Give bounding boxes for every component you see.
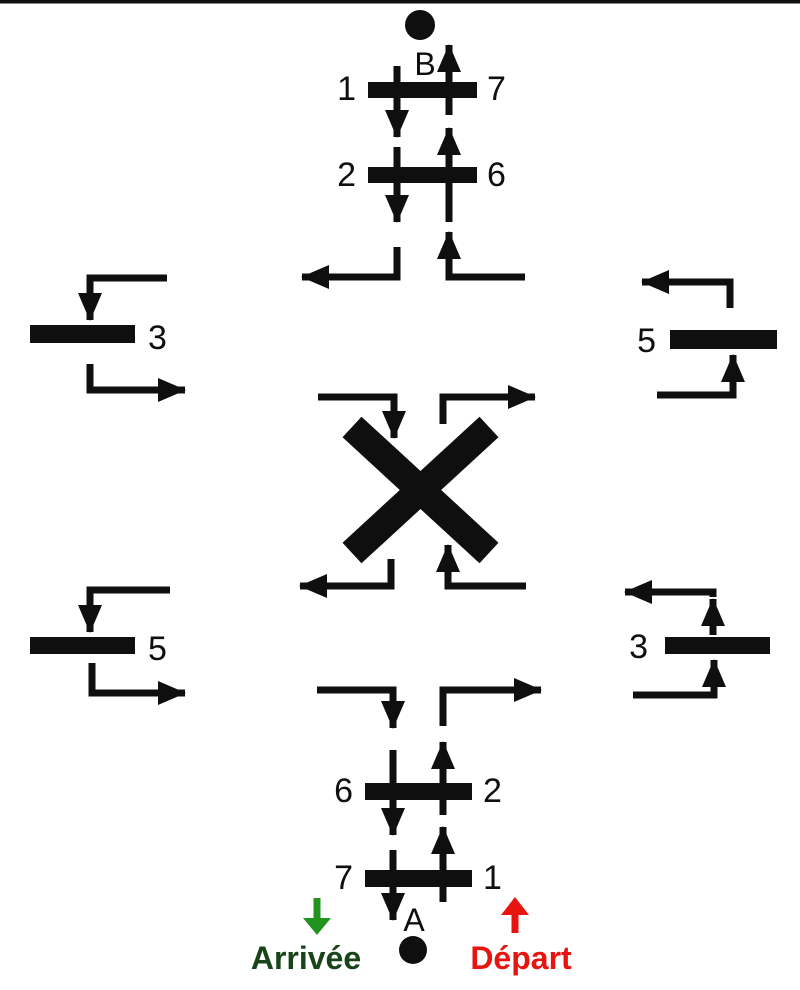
hurdle-number: 1 — [483, 859, 502, 897]
turn-west-arrow — [301, 247, 401, 289]
exit-east-arrow — [86, 364, 186, 402]
entry-down-arrow — [78, 274, 167, 321]
arrivee-down-arrow — [303, 898, 331, 935]
entry-up-arrow — [633, 659, 726, 699]
right-bottom-hurdle: 3 — [624, 580, 770, 699]
depart-label: Départ — [470, 940, 572, 976]
hurdle-bar — [365, 870, 472, 887]
lower-junction — [317, 678, 542, 729]
center-cross-obstacle — [299, 385, 536, 598]
exit-east-arrow — [88, 663, 186, 705]
turn-north-arrow — [437, 231, 525, 281]
turn-east-arrow — [439, 678, 542, 726]
right-top-hurdle: 5 — [637, 270, 777, 399]
top-track: B 1 7 2 6 — [301, 10, 525, 289]
hurdle-number: 1 — [337, 70, 356, 108]
hurdle-number: 2 — [337, 156, 356, 194]
point-a-dot — [399, 936, 427, 964]
footer-labels: Arrivée A Départ — [251, 897, 572, 976]
cross-entry-from-west-arrow — [318, 393, 406, 439]
arrivee-label: Arrivée — [251, 940, 361, 976]
hurdle-bar — [670, 330, 777, 349]
cross-exit-east-arrow — [439, 385, 536, 424]
point-a-label: A — [403, 902, 425, 938]
left-top-hurdle: 3 — [30, 274, 186, 402]
top-track-down-lane — [301, 66, 409, 289]
turn-south-arrow — [317, 686, 405, 729]
hurdle-bar — [368, 82, 477, 98]
hurdle-number: 3 — [148, 319, 167, 357]
hurdle-number: 6 — [487, 156, 506, 194]
cross-exit-west-arrow — [299, 559, 395, 598]
hurdle-number: 7 — [487, 70, 506, 108]
point-b-dot — [405, 10, 435, 40]
point-b-label: B — [414, 46, 435, 82]
hurdle-bar — [368, 167, 477, 183]
hurdle-bar — [665, 637, 770, 654]
hurdle-number: 2 — [483, 772, 502, 810]
hurdle-bar — [30, 325, 135, 343]
hurdle-bar — [365, 783, 472, 800]
hurdle-bar — [30, 637, 135, 654]
cross-entry-from-east-arrow — [436, 544, 526, 590]
entry-down-arrow — [78, 586, 170, 633]
scan-border-top — [0, 0, 800, 4]
left-bottom-hurdle: 5 — [30, 586, 186, 705]
hurdle-number: 6 — [334, 772, 353, 810]
cross-stroke — [342, 416, 499, 564]
hurdle-number: 5 — [148, 630, 167, 668]
hurdle-number: 5 — [637, 322, 656, 360]
hurdle-number: 3 — [629, 628, 648, 666]
hurdle-number: 7 — [334, 859, 353, 897]
depart-up-arrow — [501, 897, 529, 933]
entry-up-arrow — [657, 354, 745, 399]
exit-west-arrow — [641, 270, 734, 308]
exit-west-arrow — [624, 580, 717, 604]
bottom-track: 6 2 7 1 — [334, 741, 502, 921]
